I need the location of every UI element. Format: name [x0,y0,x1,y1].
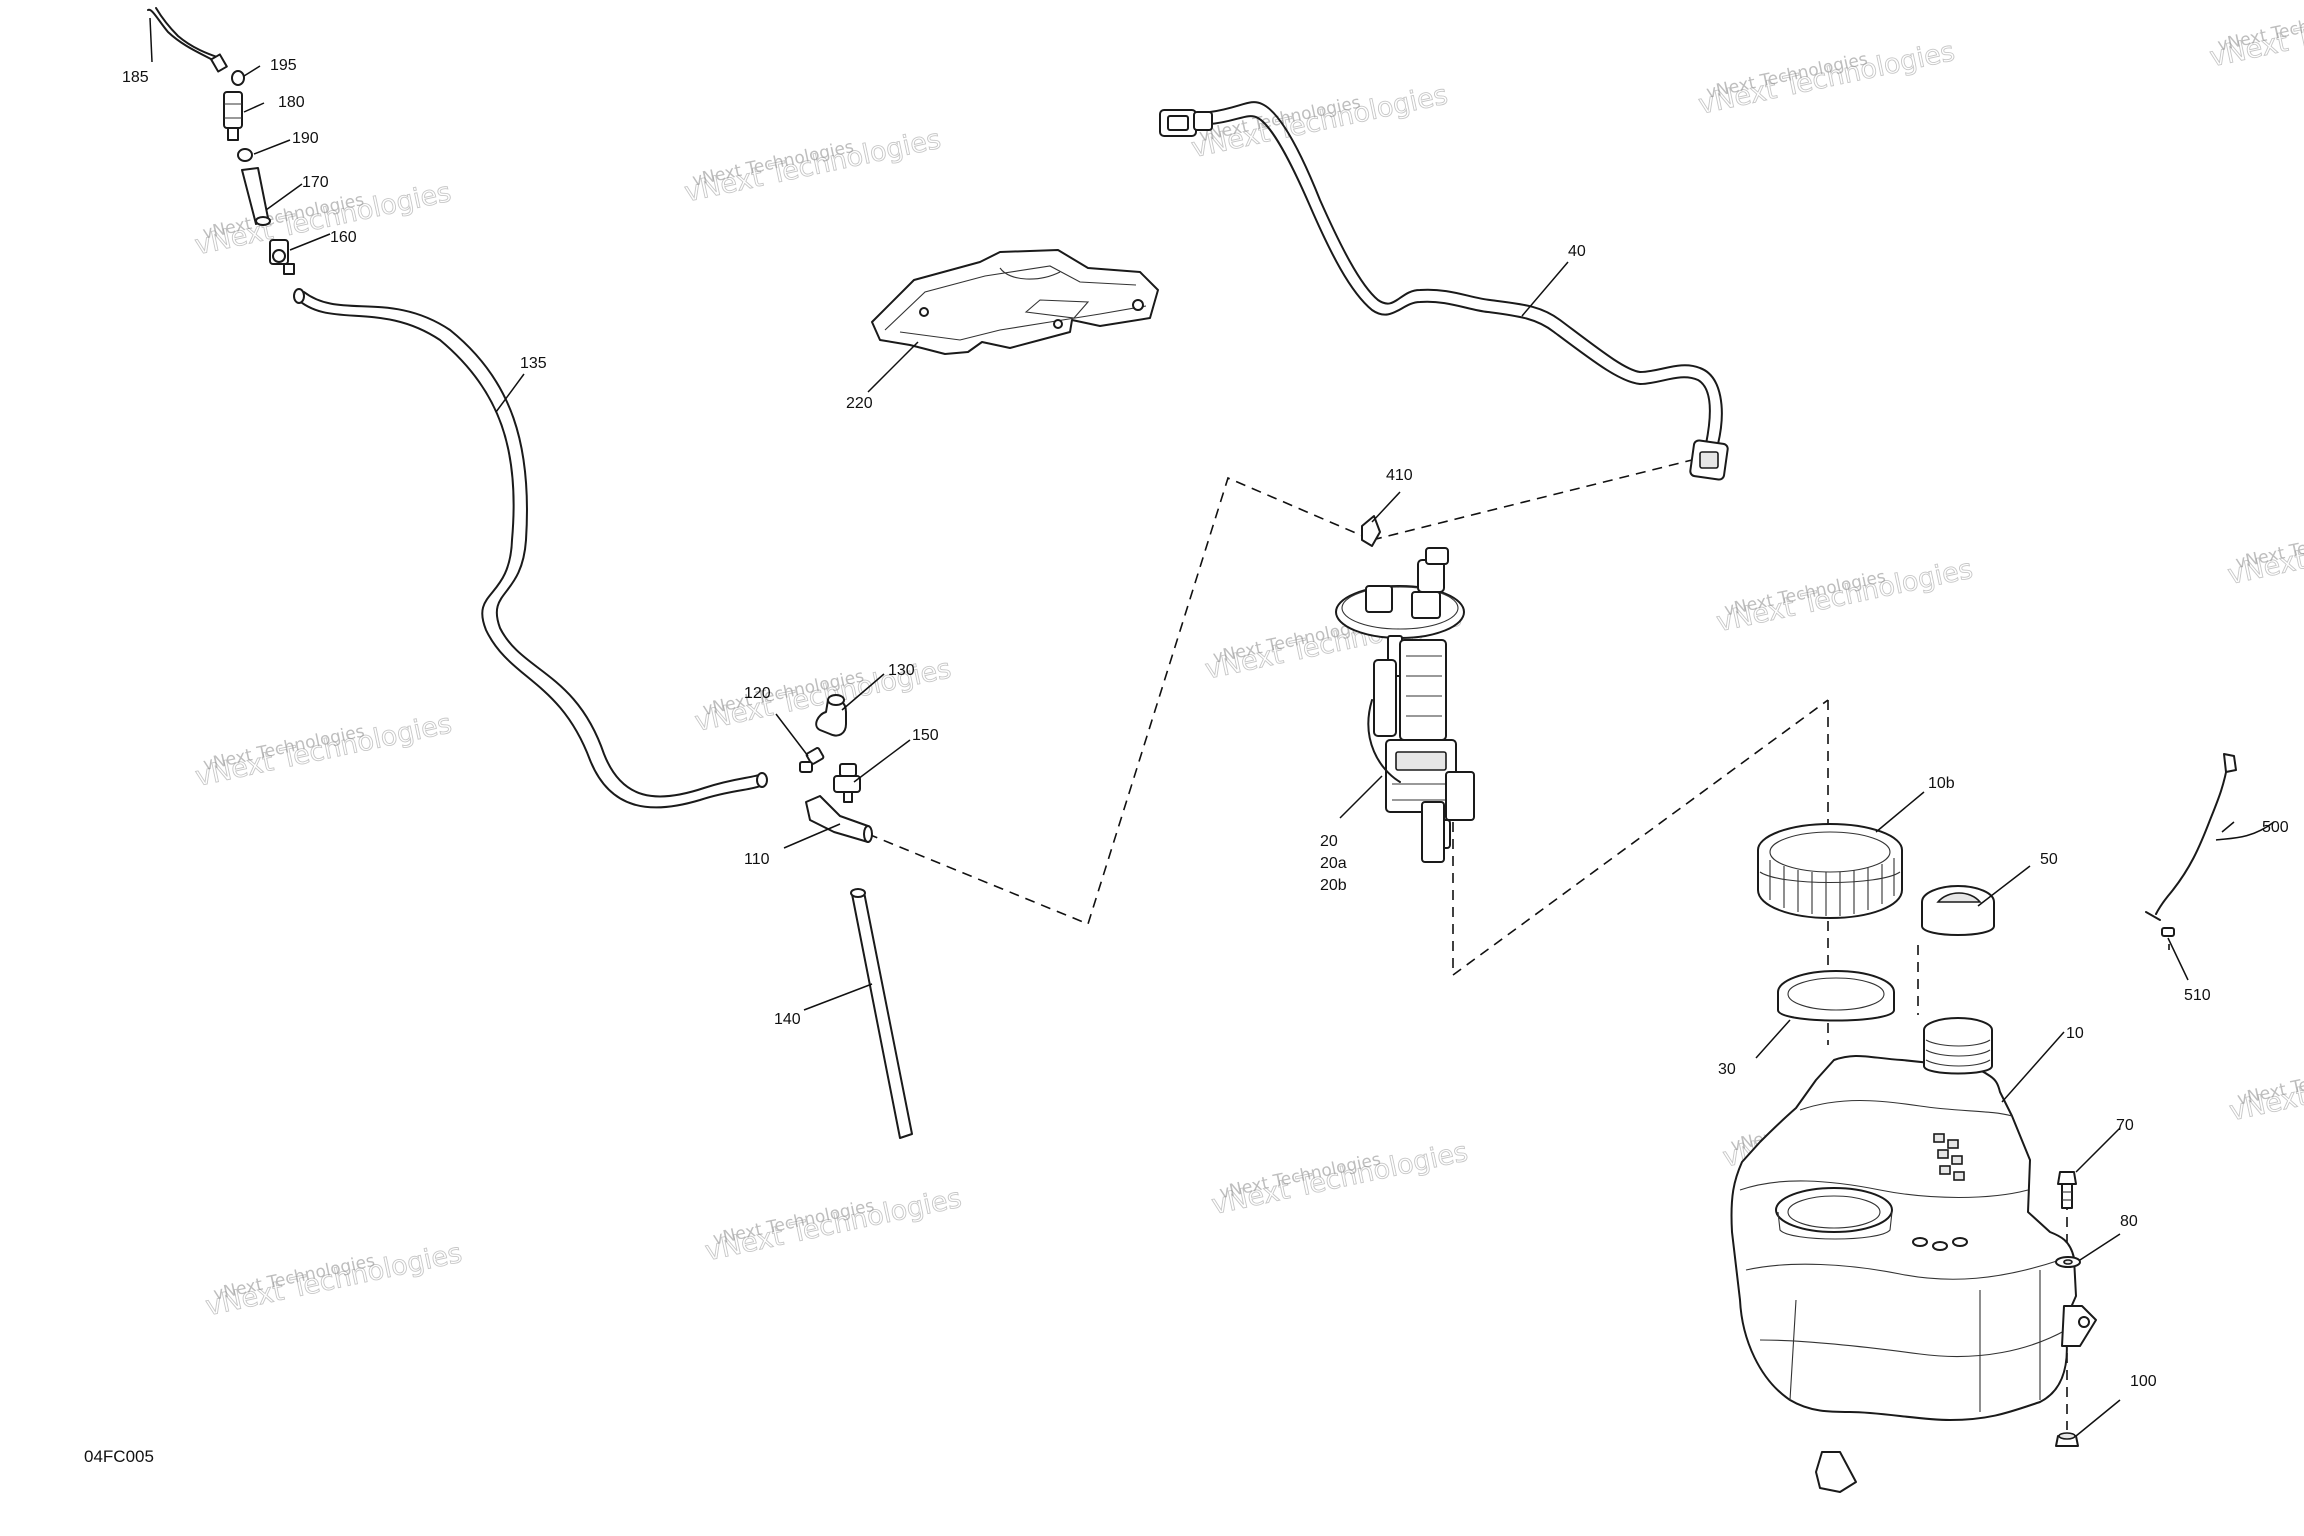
callout-120: 120 [744,685,771,702]
part-170-hose [241,167,271,226]
part-150-fitting [833,763,861,803]
part-185-vent-hose [147,7,228,73]
part-190-clamp [237,148,253,162]
part-500-wire [2145,753,2237,921]
part-20-fuel-pump-module [1335,547,1475,863]
callout-500: 500 [2262,819,2289,836]
watermark: vNext Technologies vNext Technologies [1188,79,1451,164]
diagram-code: 04FC005 [84,1447,154,1466]
callout-180: 180 [278,94,305,111]
watermark: vNext Technologies vNext Technologies [2226,1042,2304,1127]
part-130-elbow [815,694,847,737]
part-140-drain-hose [850,888,913,1139]
assembly-dashed-lines [867,457,2170,1430]
callout-30: 30 [1718,1061,1736,1078]
callout-110: 110 [744,851,770,868]
callout-160: 160 [330,229,357,246]
callout-190: 190 [292,130,319,147]
part-10-fuel-tank [1730,1017,2097,1493]
callout-170: 170 [302,174,329,191]
part-410-clip [1361,515,1381,547]
leader-lines [149,17,2275,1437]
callout-10b: 10b [1928,775,1955,792]
part-40-fuel-line [1159,101,1729,481]
callout-labels: 185 195 180 190 170 160 135 220 40 410 1… [122,57,2289,1390]
watermark: vNext Technologies vNext Technologies [1209,1136,1472,1221]
callout-185: 185 [122,69,149,86]
callout-510: 510 [2184,987,2211,1004]
part-100-nut [2055,1432,2079,1447]
part-110-tee-hose [805,795,873,843]
callout-100: 100 [2130,1373,2157,1390]
callout-140: 140 [774,1011,801,1028]
callout-20b: 20b [1320,877,1347,894]
callout-150: 150 [912,727,939,744]
part-80-washer [2055,1256,2081,1268]
watermark: vNext Technologies vNext Technologies [2225,506,2304,591]
callout-195: 195 [270,57,297,74]
watermark: vNext Technologies vNext Technologies [702,1182,965,1267]
callout-220: 220 [846,395,873,412]
watermark: vNext Technologies vNext Technologies [203,1237,466,1322]
callout-20: 20 [1320,833,1338,850]
part-160-fitting [269,239,295,275]
callout-135: 135 [520,355,547,372]
part-10b-lock-ring [1757,823,1903,919]
callout-20a: 20a [1320,855,1347,872]
callout-40: 40 [1568,243,1586,260]
watermark: vNext Technologies vNext Technologies [2207,0,2304,74]
part-180-check-valve [223,91,243,141]
callout-10: 10 [2066,1025,2084,1042]
part-70-bolt [2057,1171,2077,1209]
watermark: vNext Technologies vNext Technologies [1695,36,1958,121]
part-195-clamp [231,70,245,86]
part-135-vent-hose [293,288,768,809]
part-50-fuel-cap [1921,885,1995,936]
callout-410: 410 [1386,467,1413,484]
part-220-heat-shield [871,249,1159,355]
watermark: vNext Technologies vNext Technologies [1713,553,1976,638]
callout-80: 80 [2120,1213,2138,1230]
watermark: vNext Technologies vNext Technologies [192,708,455,793]
part-120-hose-clamp [799,747,825,773]
watermark: vNext Technologies vNext Technologies [681,123,944,208]
part-30-seal-ring [1777,970,1895,1022]
callout-50: 50 [2040,851,2058,868]
callout-70: 70 [2116,1117,2134,1134]
callout-130: 130 [888,662,915,679]
part-510-clip [2161,927,2175,937]
